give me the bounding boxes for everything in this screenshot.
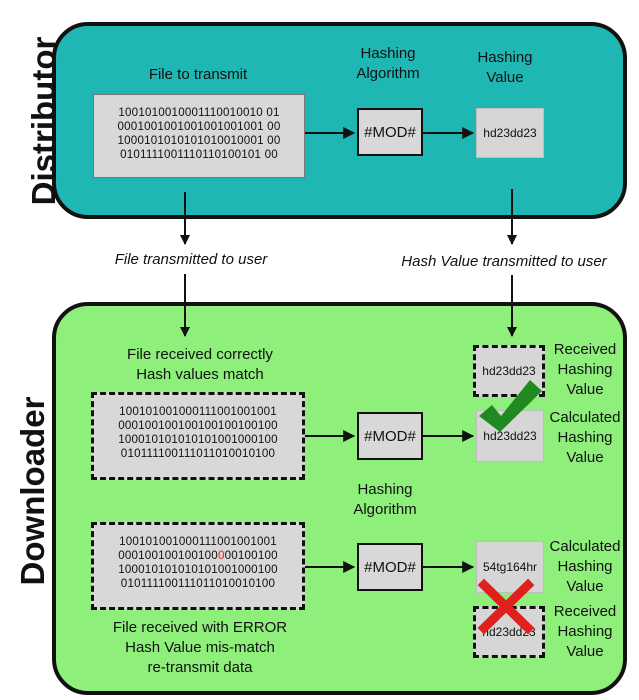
hash-transmitted-label: Hash Value transmitted to user	[401, 253, 607, 270]
checkmark-icon	[479, 380, 542, 432]
dist-binary-file: 1001010010001110010010 01 00010010010010…	[93, 94, 305, 178]
cross-icon	[477, 578, 535, 635]
err-binary-file: 100101001000111001001001 000100100100100…	[91, 522, 305, 610]
err-mod-box: #MOD#	[357, 543, 423, 591]
file-to-transmit-label: File to transmit	[148, 66, 248, 83]
error-bit: 0	[217, 549, 225, 562]
dist-hash-value: hd23dd23	[476, 108, 544, 158]
file-transmitted-label: File transmitted to user	[114, 251, 268, 268]
dist-mod-box: #MOD#	[357, 108, 423, 156]
ok-binary-file: 100101001000111001001001 000100100100100…	[91, 392, 305, 480]
ok-mod-box: #MOD#	[357, 412, 423, 460]
